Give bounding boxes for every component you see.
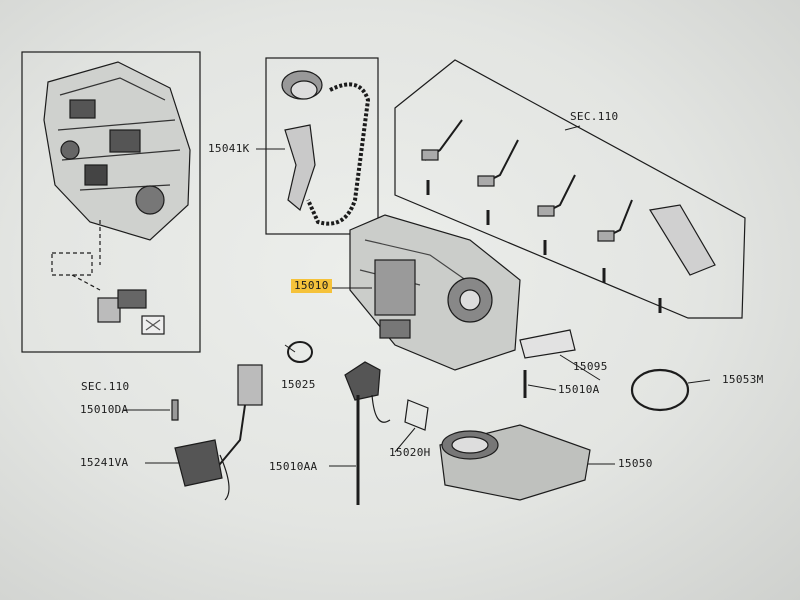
label-sec110-right[interactable]: SEC.110: [570, 110, 619, 123]
label-15095[interactable]: 15095: [573, 360, 608, 373]
oil-strainer-illustration: [439, 424, 591, 501]
leader-lines: [124, 125, 711, 467]
bolts-frame: [394, 59, 746, 319]
timing-chain-frame: [265, 57, 379, 235]
bolt-15010DA-illustration: [171, 399, 179, 421]
oil-pressure-switch-illustration: [97, 289, 165, 335]
solenoid-valve-illustration: [344, 361, 391, 423]
label-sec110-left[interactable]: SEC.110: [81, 380, 130, 393]
label-15241VA[interactable]: 15241VA: [80, 456, 129, 469]
label-15010DA[interactable]: 15010DA: [80, 403, 129, 416]
label-15053M[interactable]: 15053M: [722, 373, 764, 386]
timing-chain-illustration: [281, 70, 371, 226]
label-15025[interactable]: 15025: [281, 378, 316, 391]
gasket-ring-illustration: [630, 368, 690, 412]
label-15010-highlighted[interactable]: 15010: [291, 279, 332, 293]
label-15041K[interactable]: 15041K: [208, 142, 250, 155]
label-15010A[interactable]: 15010A: [558, 383, 600, 396]
label-15050[interactable]: 15050: [618, 457, 653, 470]
label-15010AA[interactable]: 15010AA: [269, 460, 318, 473]
engine-detail-frame: [21, 51, 201, 353]
oil-pump-assembly-illustration: [349, 214, 576, 371]
engine-assembly-illustration: [43, 61, 191, 291]
label-15020H[interactable]: 15020H: [389, 446, 431, 459]
sensor-15241VA-illustration: [174, 364, 263, 501]
bolts-and-sensors-illustration: [421, 119, 716, 313]
clip-15020H-illustration: [404, 399, 429, 431]
o-ring-illustration: [287, 341, 313, 363]
